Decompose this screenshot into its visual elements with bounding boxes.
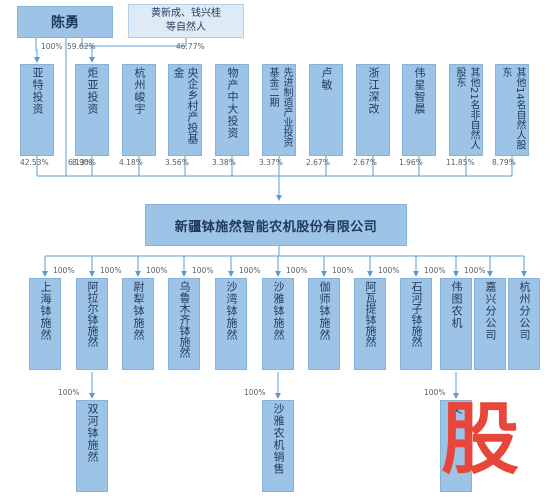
holders-line-1: 黄新成、钱兴桂 (151, 8, 221, 19)
subsidiary-6: 沙雅钵施然 (262, 278, 294, 370)
subsidiary-11: 嘉兴分公司 (474, 278, 506, 370)
shareholder-3-label: 杭州峻宇 (133, 67, 146, 115)
pct-direct-holding: 6.13% (68, 158, 92, 167)
shareholder-8-label: 浙江深改 (367, 67, 380, 115)
shareholder-2-pct: 8.90% (72, 158, 96, 167)
shareholder-5-label: 物产中大投资 (226, 67, 239, 139)
shareholder-4-pct: 3.56% (165, 158, 189, 167)
pct-holders-to-juya: 46.77% (176, 42, 205, 51)
subsidiary-5: 沙湾钵施然 (215, 278, 247, 370)
subsidiary-6-pct: 100% (286, 266, 308, 275)
subsidiary-9-pct: 100% (424, 266, 446, 275)
subsidiary-11-label: 嘉兴分公司 (484, 281, 497, 341)
subsidiary-10-label: 伟图农机 (450, 281, 463, 329)
shareholder-1-pct: 42.53% (20, 158, 49, 167)
shareholder-1: 亚特投资 (20, 64, 54, 156)
natural-person-holders-node: 黄新成、钱兴桂 等自然人 (128, 4, 244, 38)
shareholder-3-pct: 4.18% (119, 158, 143, 167)
shareholder-2: 炬亚投资 (75, 64, 109, 156)
subsidiary-2-pct: 100% (100, 266, 122, 275)
subsidiary-3: 尉犁钵施然 (122, 278, 154, 370)
subsidiary-9-label: 石河子钵施然 (410, 281, 423, 347)
shareholder-8-pct: 2.67% (353, 158, 377, 167)
shareholder-5-pct: 3.38% (212, 158, 236, 167)
subsidiary-8-pct: 100% (378, 266, 400, 275)
shareholder-8: 浙江深改 (356, 64, 390, 156)
third-3-label: 文 (450, 403, 463, 415)
shareholder-5: 物产中大投资 (215, 64, 249, 156)
pct-person-to-juya: 59.62% (67, 42, 96, 51)
shareholder-9-label: 伟星智晨 (413, 67, 426, 115)
subsidiary-10: 伟图农机 (440, 278, 472, 370)
pct-person-to-yate: 100% (41, 42, 63, 51)
shareholder-1-label: 亚特投资 (31, 67, 44, 115)
shareholder-6: 先进制造产业投资基金二期 (262, 64, 296, 156)
shareholder-6-label: 先进制造产业投资基金二期 (267, 67, 292, 147)
subsidiary-6-label: 沙雅钵施然 (272, 281, 285, 341)
subsidiary-12-label: 杭州分公司 (518, 281, 531, 341)
third-2-pct: 100% (244, 388, 266, 397)
shareholder-9-pct: 1.96% (399, 158, 423, 167)
shareholder-9: 伟星智晨 (402, 64, 436, 156)
subsidiary-1-pct: 100% (53, 266, 75, 275)
third-2-label: 沙雅农机销售 (272, 403, 285, 475)
third-3: 文 (440, 400, 472, 492)
third-1-pct: 100% (58, 388, 80, 397)
shareholder-11-label: 其他14名自然人股东 (500, 67, 525, 150)
shareholder-7-pct: 2.67% (306, 158, 330, 167)
shareholder-7-label: 卢敏 (320, 67, 333, 91)
subsidiary-8-label: 阿瓦提钵施然 (364, 281, 377, 347)
shareholder-3: 杭州峻宇 (122, 64, 156, 156)
shareholder-10: 其他21名非自然人股东 (449, 64, 483, 156)
subsidiary-10-pct: 100% (464, 266, 486, 275)
subsidiary-5-pct: 100% (239, 266, 261, 275)
third-1-label: 双河钵施然 (86, 403, 99, 463)
subsidiary-7-pct: 100% (332, 266, 354, 275)
shareholder-10-pct: 11.85% (446, 158, 475, 167)
company-name: 新疆钵施然智能农机股份有限公司 (174, 219, 378, 235)
watermark-logo: 股 (440, 395, 519, 485)
subsidiary-4: 乌鲁木齐钵施然 (168, 278, 200, 370)
subsidiary-8: 阿瓦提钵施然 (354, 278, 386, 370)
subsidiary-5-label: 沙湾钵施然 (225, 281, 238, 341)
shareholder-7: 卢敏 (309, 64, 343, 156)
third-1: 双河钵施然 (76, 400, 108, 492)
subsidiary-12: 杭州分公司 (508, 278, 540, 370)
subsidiary-3-label: 尉犁钵施然 (132, 281, 145, 341)
subsidiary-7: 伽师钵施然 (308, 278, 340, 370)
subsidiary-2-label: 阿拉尔钵施然 (86, 281, 99, 347)
subsidiary-7-label: 伽师钵施然 (318, 281, 331, 341)
controller-name: 陈勇 (51, 15, 79, 31)
shareholder-6-pct: 3.37% (259, 158, 283, 167)
subsidiary-1-label: 上海钵施然 (39, 281, 52, 341)
controller-node: 陈勇 (17, 6, 113, 38)
shareholder-2-label: 炬亚投资 (86, 67, 99, 115)
third-2: 沙雅农机销售 (262, 400, 294, 492)
shareholder-4-label: 央企乡村产投基金 (172, 67, 199, 144)
company-node: 新疆钵施然智能农机股份有限公司 (145, 204, 407, 246)
subsidiary-9: 石河子钵施然 (400, 278, 432, 370)
subsidiary-3-pct: 100% (146, 266, 168, 275)
third-3-pct: 100% (424, 388, 446, 397)
holders-line-2: 等自然人 (166, 22, 206, 33)
subsidiary-4-label: 乌鲁木齐钵施然 (178, 281, 191, 358)
subsidiary-4-pct: 100% (192, 266, 214, 275)
shareholder-4: 央企乡村产投基金 (168, 64, 202, 156)
subsidiary-2: 阿拉尔钵施然 (76, 278, 108, 370)
subsidiary-1: 上海钵施然 (29, 278, 61, 370)
shareholder-10-label: 其他21名非自然人股东 (454, 67, 479, 150)
shareholder-11: 其他14名自然人股东 (495, 64, 529, 156)
shareholder-11-pct: 8.79% (492, 158, 516, 167)
